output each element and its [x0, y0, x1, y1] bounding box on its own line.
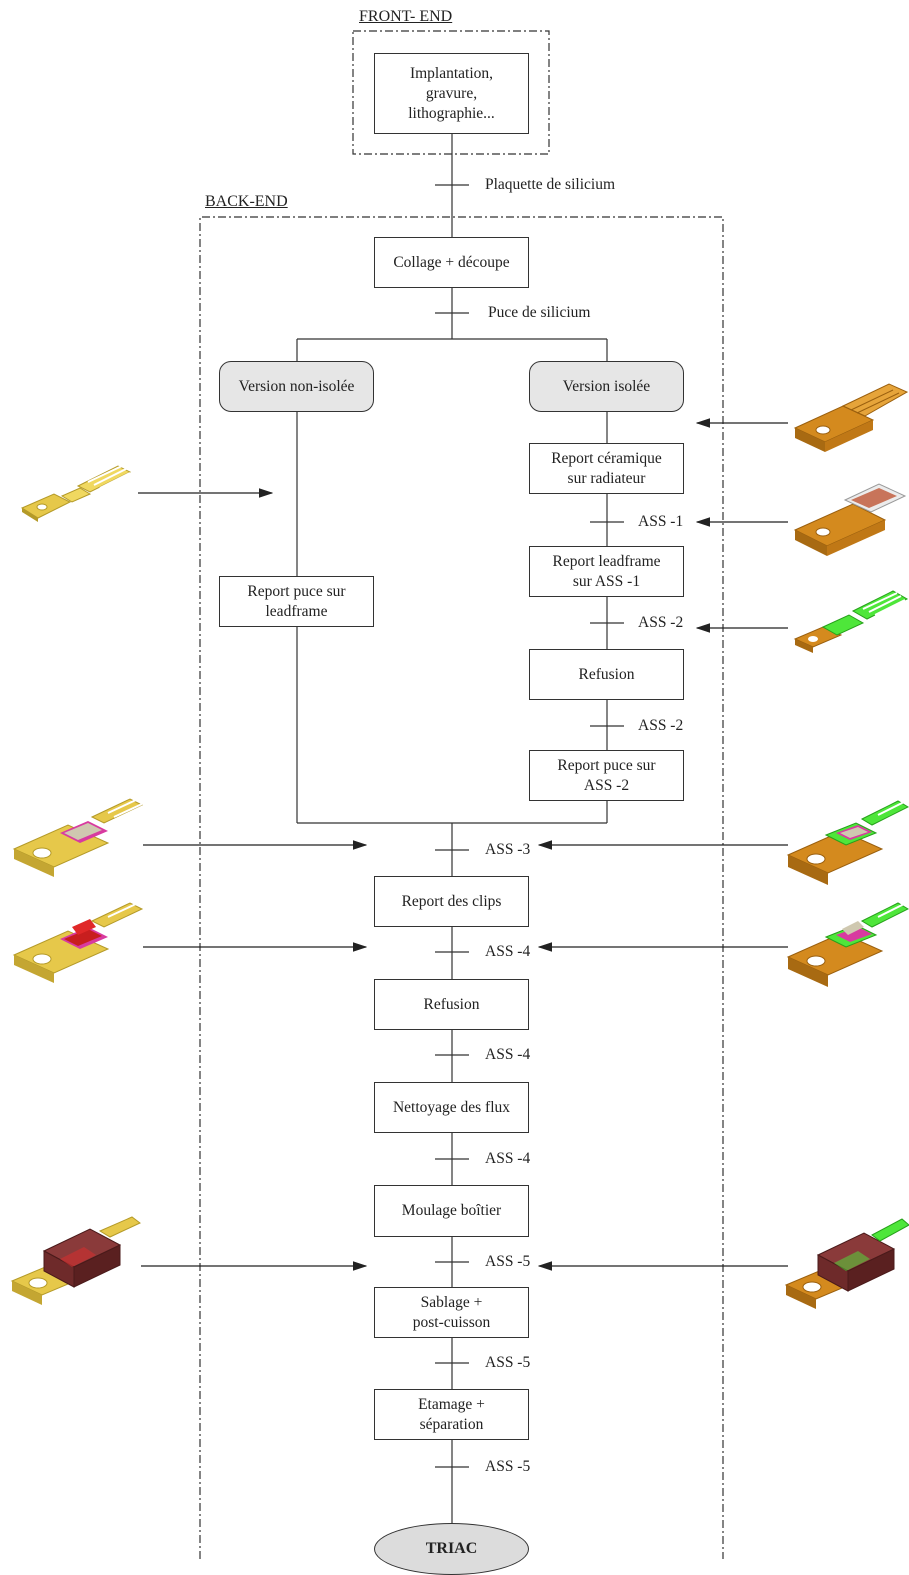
label-plaquette: Plaquette de silicium [485, 176, 616, 193]
step-collage-text: Collage + découpe [393, 253, 510, 271]
step-implantation: Implantation, gravure, lithographie... [374, 53, 529, 134]
molded-package-gold-icon [10, 1216, 141, 1305]
label-ass5-c: ASS -5 [485, 1458, 531, 1475]
radiator-ceramic-icon [793, 483, 907, 556]
step-report-clips: Report des clips [374, 876, 529, 927]
front-end-frame [352, 30, 550, 155]
label-ass2-a: ASS -2 [638, 614, 684, 631]
triac-text: TRIAC [425, 1540, 478, 1557]
leadframe-gold-icon [20, 465, 132, 522]
leadframe-green-assembly-icon [793, 590, 909, 653]
version-isolee: Version isolée [529, 361, 684, 412]
label-ass5-b: ASS -5 [485, 1354, 531, 1371]
step-report-ceramique: Report céramique sur radiateur [529, 443, 684, 494]
clip-green-assembly-icon [786, 902, 909, 987]
version-non-isolee-text: Version non-isolée [238, 377, 355, 395]
back-end-frame [199, 216, 724, 1559]
step-moulage: Moulage boîtier [374, 1185, 529, 1237]
step-report-puce-leadframe-text: Report puce sur leadframe [247, 582, 346, 620]
label-puce: Puce de silicium [488, 304, 591, 321]
label-ass4-c: ASS -4 [485, 1150, 531, 1167]
step-moulage-text: Moulage boîtier [401, 1202, 502, 1219]
step-nettoyage-text: Nettoyage des flux [392, 1098, 511, 1116]
step-report-leadframe: Report leadframe sur ASS -1 [529, 546, 684, 597]
version-isolee-text: Version isolée [562, 377, 651, 395]
step-nettoyage: Nettoyage des flux [374, 1082, 529, 1133]
step-refusion: Refusion [374, 979, 529, 1030]
chip-on-leadframe-gold-icon [12, 798, 144, 877]
chip-on-leadframe-green-icon [786, 800, 909, 885]
step-refusion-text: Refusion [423, 995, 480, 1013]
label-ass2-b: ASS -2 [638, 717, 684, 734]
step-report-ceramique-text: Report céramique sur radiateur [551, 449, 662, 487]
label-ass3: ASS -3 [485, 841, 531, 858]
step-sablage-text: Sablage + post-cuisson [412, 1293, 491, 1331]
step-etamage: Etamage + séparation [374, 1389, 529, 1440]
label-ass1: ASS -1 [638, 513, 684, 530]
step-report-leadframe-text: Report leadframe sur ASS -1 [552, 552, 661, 590]
version-non-isolee: Version non-isolée [219, 361, 374, 412]
step-refusion-isolee-text: Refusion [578, 665, 635, 683]
label-ass4-a: ASS -4 [485, 943, 531, 960]
step-report-puce-leadframe: Report puce sur leadframe [219, 576, 374, 627]
molded-package-green-icon [784, 1218, 909, 1309]
label-ass4-b: ASS -4 [485, 1046, 531, 1063]
step-report-puce-ass2: Report puce sur ASS -2 [529, 750, 684, 801]
triac-terminal: TRIAC [374, 1523, 529, 1575]
radiator-copper-icon [793, 383, 909, 452]
step-etamage-text: Etamage + séparation [418, 1395, 485, 1433]
step-report-puce-ass2-text: Report puce sur ASS -2 [557, 756, 656, 794]
step-sablage: Sablage + post-cuisson [374, 1287, 529, 1338]
step-report-clips-text: Report des clips [401, 892, 502, 910]
step-collage-decoupe: Collage + découpe [374, 237, 529, 288]
label-ass5-a: ASS -5 [485, 1253, 531, 1270]
back-end-label: BACK-END [205, 193, 288, 210]
clip-gold-assembly-icon [12, 902, 144, 983]
step-refusion-isolee: Refusion [529, 649, 684, 700]
step-implantation-text: Implantation, gravure, lithographie... [408, 64, 495, 122]
front-end-label: FRONT- END [359, 8, 453, 25]
